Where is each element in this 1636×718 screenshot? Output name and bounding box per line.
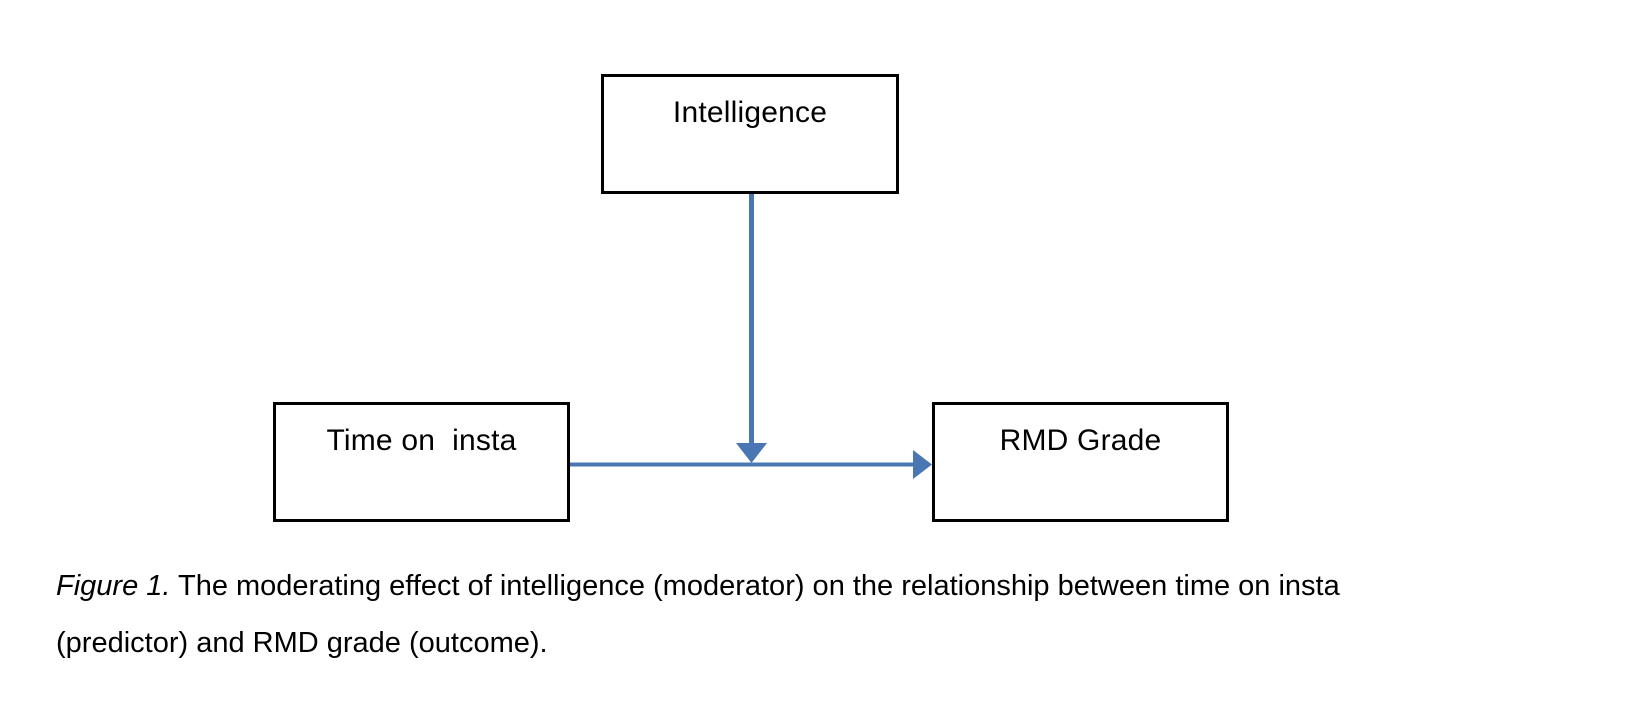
- node-rmd-grade[interactable]: RMD Grade: [932, 402, 1229, 522]
- node-intelligence-label: Intelligence: [672, 96, 828, 129]
- node-time-on-insta[interactable]: Time on insta: [273, 402, 570, 522]
- figure-caption-line2: (predictor) and RMD grade (outcome).: [56, 627, 548, 659]
- arrow-head-right: [913, 450, 932, 479]
- arrow-head-down: [736, 443, 767, 463]
- figure-caption: Figure 1. The moderating effect of intel…: [56, 558, 1616, 672]
- node-rmd-grade-label: RMD Grade: [999, 424, 1162, 457]
- figure-caption-line1: The moderating effect of intelligence (m…: [170, 570, 1340, 602]
- arrow-predictor-to-outcome: [570, 450, 932, 479]
- arrow-moderator-to-path: [736, 194, 767, 463]
- node-time-on-insta-label: Time on insta: [326, 424, 517, 457]
- node-intelligence[interactable]: Intelligence: [601, 74, 899, 194]
- figure-caption-label: Figure 1.: [56, 570, 171, 602]
